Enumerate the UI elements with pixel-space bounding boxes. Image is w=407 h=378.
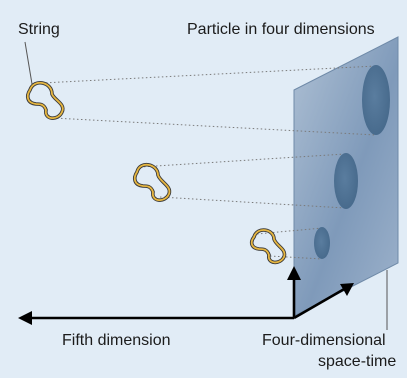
string-loop-top (25, 81, 65, 120)
string-loop-bottom (249, 228, 287, 265)
axes (18, 266, 354, 325)
particle-large (362, 65, 390, 135)
string-label: String (18, 21, 60, 38)
string-leader (24, 41, 33, 85)
spacetime-label-line1: Four-dimensional (262, 332, 386, 349)
string-loop-middle (132, 162, 172, 202)
projection-lines (41, 65, 377, 260)
particle-label: Particle in four dimensions (187, 21, 375, 38)
fifth-dimension-label: Fifth dimension (62, 332, 171, 349)
particle-small (314, 227, 330, 259)
spacetime-label-line2: space-time (318, 353, 397, 370)
particle-medium (334, 153, 358, 209)
